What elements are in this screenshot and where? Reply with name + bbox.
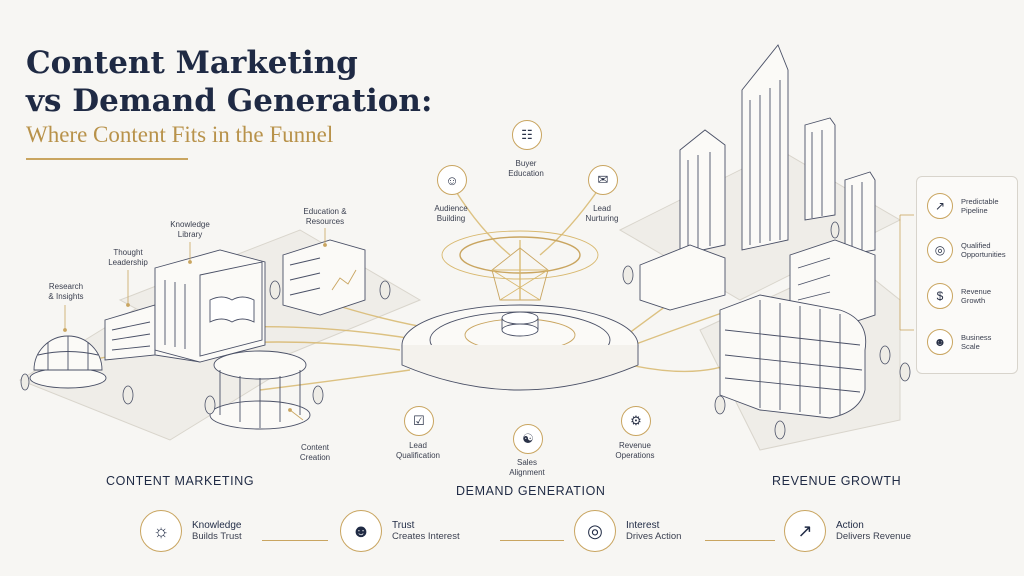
step-title: Interest bbox=[626, 520, 660, 531]
content-creation-pavilion bbox=[209, 350, 311, 430]
gear-icon: ⚙ bbox=[621, 406, 651, 436]
chat-icon: ✉ bbox=[588, 165, 618, 195]
label-lead-nurturing: Lead Nurturing bbox=[585, 204, 619, 223]
revenue-outcomes-panel: ↗ Predictable Pipeline ◎ Qualified Oppor… bbox=[916, 176, 1018, 374]
knowledge-library-building bbox=[154, 249, 266, 363]
step-action: ↗ Action Delivers Revenue bbox=[784, 510, 911, 552]
section-content-marketing: CONTENT MARKETING bbox=[106, 474, 255, 488]
step-subtitle: Builds Trust bbox=[192, 531, 242, 542]
panel-row-scale: ☻ Business Scale bbox=[927, 329, 991, 355]
chart-up-icon: ↗ bbox=[784, 510, 826, 552]
panel-text: Business Scale bbox=[961, 333, 992, 351]
people-icon: ☻ bbox=[927, 329, 953, 355]
target-icon: ◎ bbox=[927, 237, 953, 263]
step-connector bbox=[705, 540, 775, 541]
trees bbox=[20, 221, 911, 440]
education-building bbox=[282, 239, 366, 316]
label-education-resources: Education & Resources bbox=[303, 207, 347, 226]
step-subtitle: Creates Interest bbox=[392, 531, 460, 542]
step-knowledge: ☼ Knowledge Builds Trust bbox=[140, 510, 242, 552]
panel-text: Qualified Opportunities bbox=[961, 241, 1006, 259]
checklist-icon: ☑ bbox=[404, 406, 434, 436]
step-connector bbox=[500, 540, 564, 541]
title-divider bbox=[26, 158, 188, 160]
label-audience-building: Audience Building bbox=[434, 204, 468, 223]
page-title: Content Marketing vs Demand Generation: bbox=[26, 44, 432, 120]
panel-row-pipeline: ↗ Predictable Pipeline bbox=[927, 193, 999, 219]
label-buyer-education: Buyer Education bbox=[508, 159, 544, 178]
dollar-icon: $ bbox=[927, 283, 953, 309]
step-interest: ◎ Interest Drives Action bbox=[574, 510, 681, 552]
handshake-icon: ☯ bbox=[513, 424, 543, 454]
panel-text: Revenue Growth bbox=[961, 287, 992, 305]
label-research-insights: Research & Insights bbox=[48, 282, 84, 301]
label-thought-leadership: Thought Leadership bbox=[108, 248, 148, 267]
step-subtitle: Drives Action bbox=[626, 531, 682, 542]
panel-row-opportunities: ◎ Qualified Opportunities bbox=[927, 237, 1006, 263]
book-icon: ☷ bbox=[512, 120, 542, 150]
step-connector bbox=[262, 540, 328, 541]
section-revenue-growth: REVENUE GROWTH bbox=[772, 474, 902, 488]
curved-office-building bbox=[719, 294, 867, 419]
label-lead-qualification: Lead Qualification bbox=[395, 441, 441, 460]
section-demand-generation: DEMAND GENERATION bbox=[456, 484, 606, 498]
panel-row-revenue: $ Revenue Growth bbox=[927, 283, 991, 309]
label-revenue-operations: Revenue Operations bbox=[615, 441, 655, 460]
people-icon: ☻ bbox=[340, 510, 382, 552]
step-title: Action bbox=[836, 520, 864, 531]
target-icon: ◎ bbox=[574, 510, 616, 552]
research-dome bbox=[29, 335, 107, 389]
step-trust: ☻ Trust Creates Interest bbox=[340, 510, 460, 552]
label-knowledge-library: Knowledge Library bbox=[170, 220, 210, 239]
lightbulb-icon: ☼ bbox=[140, 510, 182, 552]
step-title: Knowledge bbox=[192, 520, 242, 531]
label-content-creation: Content Creation bbox=[299, 443, 331, 462]
audience-icon: ☺ bbox=[437, 165, 467, 195]
chart-up-icon: ↗ bbox=[927, 193, 953, 219]
title-line-1: Content Marketing bbox=[26, 45, 358, 81]
page-subtitle: Where Content Fits in the Funnel bbox=[26, 122, 334, 147]
label-leaders bbox=[63, 214, 914, 421]
panel-text: Predictable Pipeline bbox=[961, 197, 999, 215]
step-title: Trust bbox=[392, 520, 415, 531]
revenue-towers bbox=[639, 44, 876, 331]
title-line-2: vs Demand Generation: bbox=[26, 83, 433, 119]
step-subtitle: Delivers Revenue bbox=[836, 531, 911, 542]
label-sales-alignment: Sales Alignment bbox=[509, 458, 545, 477]
demand-hub bbox=[401, 230, 639, 391]
